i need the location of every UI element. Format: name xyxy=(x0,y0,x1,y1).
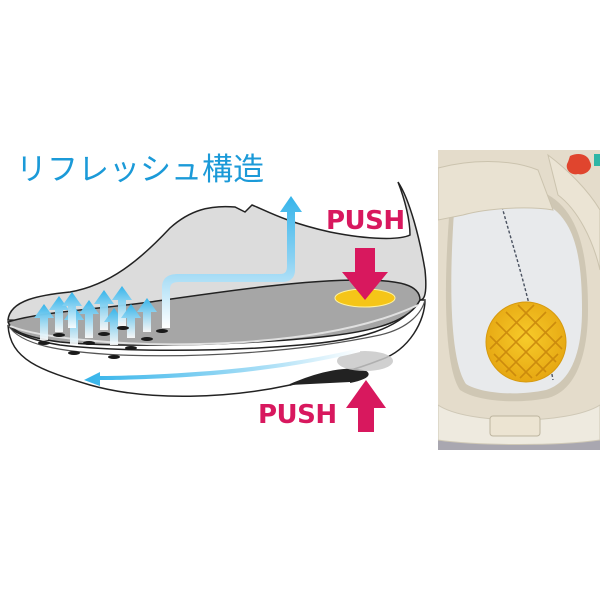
push-label-top: PUSH xyxy=(326,206,405,236)
insole-photo-illustration xyxy=(438,150,600,450)
heel-pad-bottom xyxy=(337,351,393,371)
shoe-sole xyxy=(7,299,426,398)
shoe-insole-photo xyxy=(438,150,600,450)
push-down-arrow xyxy=(342,248,388,300)
yellow-heel-pad xyxy=(485,301,567,383)
sole-airflow-arrow xyxy=(84,348,360,386)
shoe-airflow-diagram xyxy=(7,181,427,432)
push-label-bottom: PUSH xyxy=(258,400,337,430)
push-up-arrow xyxy=(346,380,386,432)
bent-airflow-arrow xyxy=(162,196,302,328)
vent-arrows xyxy=(34,286,168,359)
diagram-title: リフレッシュ構造 xyxy=(16,152,264,188)
